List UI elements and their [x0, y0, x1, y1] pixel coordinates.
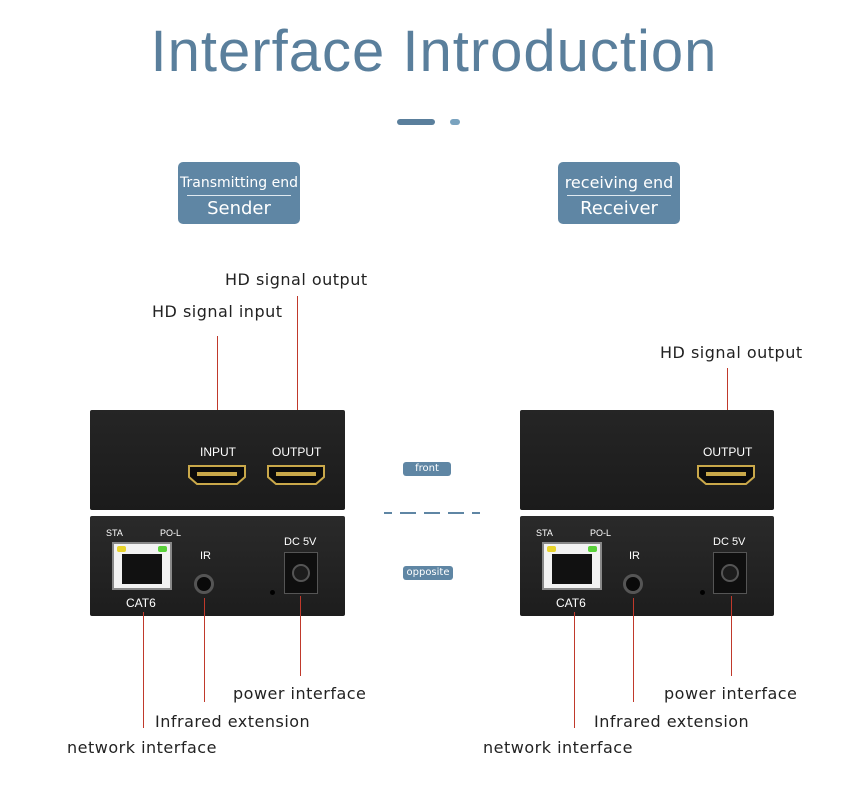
receiver-dc-socket: [721, 564, 739, 582]
receiver-port-output-label: OUTPUT: [703, 445, 753, 459]
receiver-sta-led: [547, 546, 556, 552]
receiver-dc-label: DC 5V: [713, 536, 746, 548]
sender-dc-socket: [292, 564, 310, 582]
sender-network-leader: [143, 612, 144, 728]
receiver-power-leader: [731, 596, 732, 676]
sender-ir-label: IR: [200, 550, 211, 562]
sender-front-panel: INPUT OUTPUT: [90, 410, 345, 510]
sender-badge: Transmitting end Sender: [178, 162, 300, 224]
sender-label-infrared: Infrared extension: [155, 712, 311, 731]
receiver-sta-label: STA: [536, 528, 553, 538]
sender-sta-label: STA: [106, 528, 123, 538]
receiver-badge-line1: receiving end: [564, 173, 674, 192]
page-title: Interface Introduction: [150, 19, 718, 84]
sender-rj45-socket: [122, 554, 162, 584]
receiver-label-hd-output: HD signal output: [660, 343, 803, 362]
receiver-label-network: network interface: [483, 738, 633, 757]
sender-sta-led: [117, 546, 126, 552]
sender-ir-jack-icon: [194, 574, 214, 594]
receiver-label-infrared: Infrared extension: [594, 712, 750, 731]
receiver-reset-hole: [700, 590, 705, 595]
sender-badge-line2: Sender: [207, 198, 271, 219]
receiver-ir-jack-icon: [623, 574, 643, 594]
sender-label-hd-input: HD signal input: [152, 302, 283, 321]
receiver-pol-label: PO-L: [590, 528, 612, 538]
receiver-infrared-leader: [633, 598, 634, 702]
sender-hdmi-input-icon: [188, 465, 246, 485]
sender-infrared-leader: [204, 598, 205, 702]
sender-badge-divider: [187, 195, 291, 196]
receiver-badge-line2: Receiver: [580, 198, 658, 219]
sender-input-leader: [217, 336, 218, 432]
receiver-output-leader: [727, 368, 728, 432]
receiver-label-power: power interface: [664, 684, 798, 703]
sender-cat6-label: CAT6: [126, 596, 156, 610]
sender-port-input-label: INPUT: [200, 445, 236, 459]
receiver-rj45-port: [542, 542, 602, 590]
sender-dc-label: DC 5V: [284, 536, 317, 548]
sender-hdmi-output-icon: [267, 465, 325, 485]
divider-dash-2: [400, 512, 416, 514]
sender-badge-line1: Transmitting end: [180, 175, 298, 191]
opposite-tag: opposite: [403, 566, 453, 580]
divider-dash-3: [424, 512, 440, 514]
receiver-rj45-socket: [552, 554, 592, 584]
sender-back-panel: STA PO-L CAT6 IR DC 5V: [90, 516, 345, 616]
receiver-front-panel: OUTPUT: [520, 410, 774, 510]
sender-rj45-port: [112, 542, 172, 590]
sender-dc-jack: [284, 552, 318, 594]
title-underline-long: [397, 119, 435, 125]
receiver-badge-divider: [567, 195, 671, 196]
sender-power-leader: [300, 596, 301, 676]
sender-output-leader: [297, 296, 298, 432]
sender-label-power: power interface: [233, 684, 367, 703]
receiver-dc-jack: [713, 552, 747, 594]
sender-port-output-label: OUTPUT: [272, 445, 322, 459]
receiver-pol-led: [588, 546, 597, 552]
receiver-network-leader: [574, 612, 575, 728]
sender-pol-label: PO-L: [160, 528, 182, 538]
sender-reset-hole: [270, 590, 275, 595]
sender-label-network: network interface: [67, 738, 217, 757]
divider-dash-4: [448, 512, 464, 514]
divider-dash-1: [384, 512, 392, 514]
receiver-hdmi-output-icon: [697, 465, 755, 485]
title-underline-short: [450, 119, 460, 125]
sender-label-hd-output: HD signal output: [225, 270, 368, 289]
sender-pol-led: [158, 546, 167, 552]
front-tag: front: [403, 462, 451, 476]
receiver-back-panel: STA PO-L CAT6 IR DC 5V: [520, 516, 774, 616]
receiver-cat6-label: CAT6: [556, 596, 586, 610]
divider-dash-5: [472, 512, 480, 514]
receiver-badge: receiving end Receiver: [558, 162, 680, 224]
receiver-ir-label: IR: [629, 550, 640, 562]
